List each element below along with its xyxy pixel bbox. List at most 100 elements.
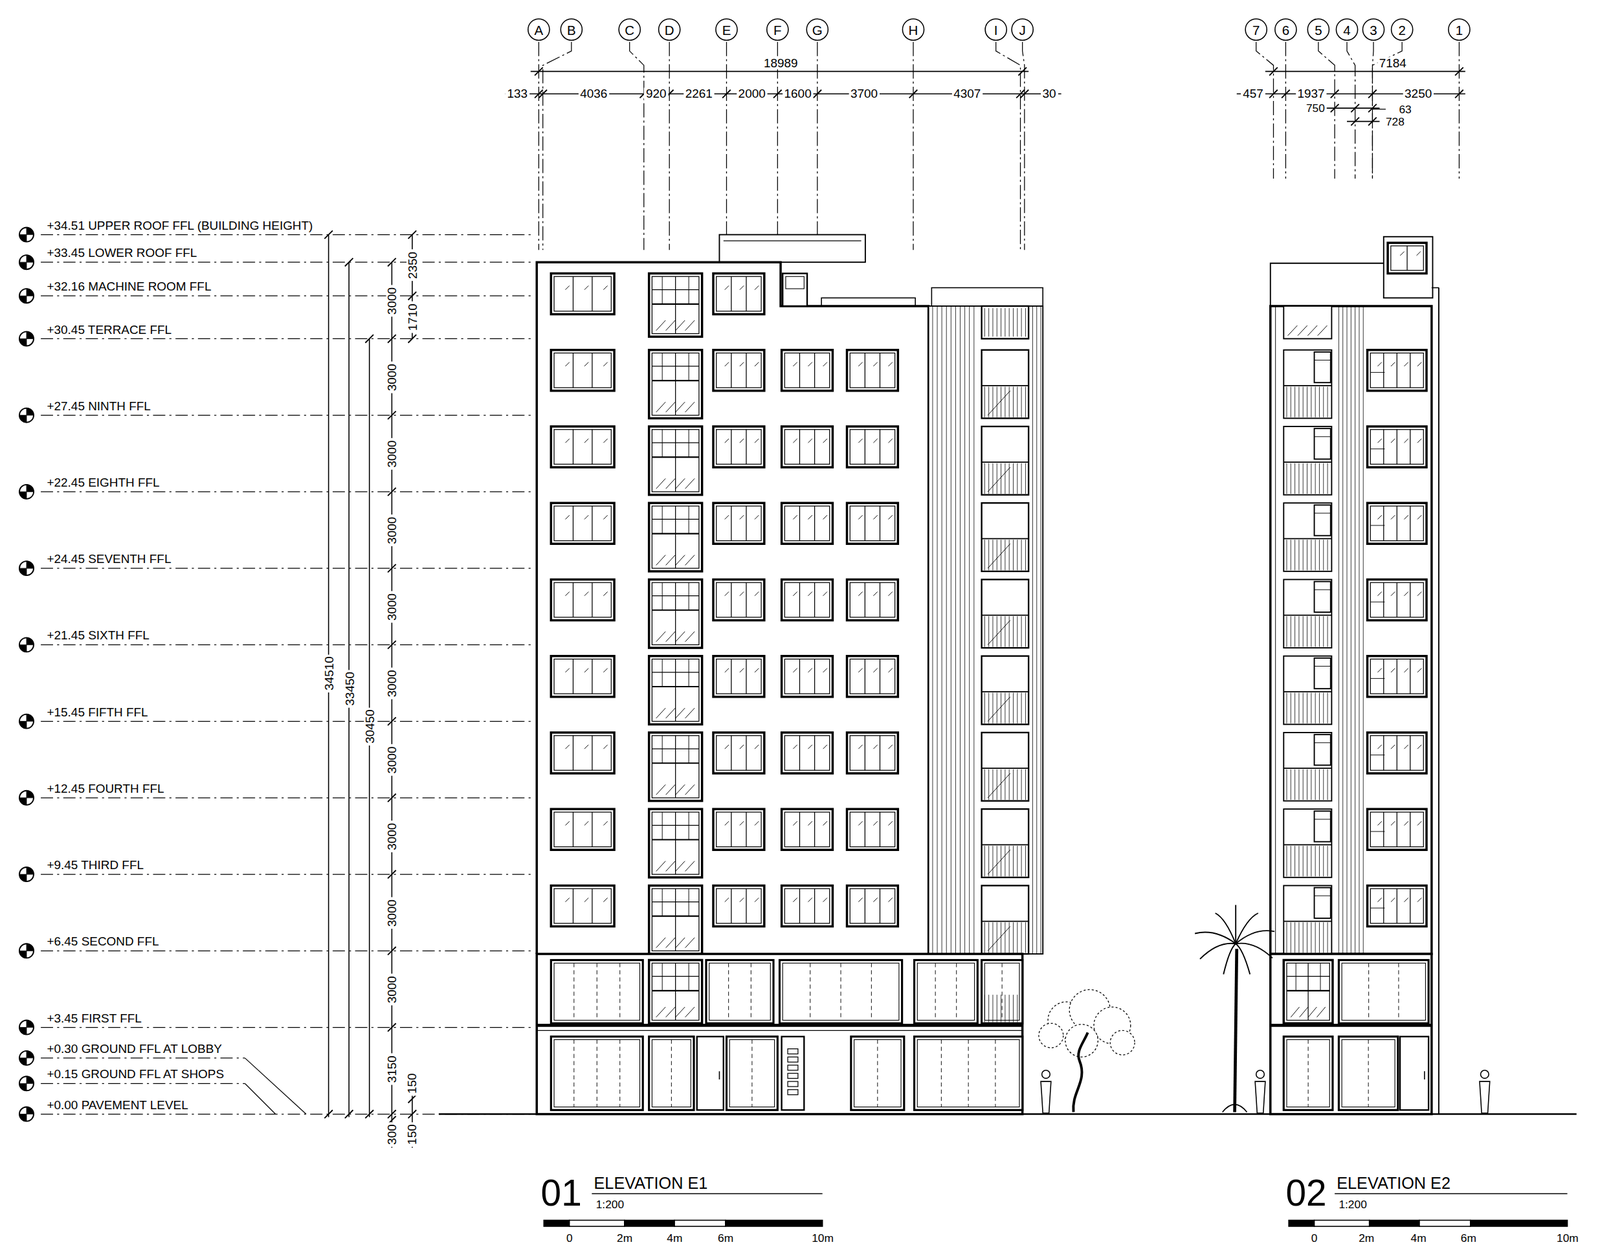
shopfront-frame [550,960,643,1024]
window-mark [808,591,813,596]
dimension-text: 2350 [405,249,419,281]
glass-hatch [656,631,667,643]
window-mark [584,515,589,520]
glass-hatch [656,784,667,795]
window-mullion [814,582,815,618]
balcony-baluster [1302,692,1304,723]
window-mullion [730,735,732,771]
window-sash [784,429,830,465]
level-marker [19,790,34,806]
window-mark [888,362,893,367]
scale-text: 6m [715,1232,736,1244]
shopfront-glass [729,1039,775,1107]
balcony-baluster [1306,539,1308,571]
window-mullion [572,276,574,312]
window-mark [873,821,878,826]
grid-line [669,42,670,251]
window-mark [873,744,878,749]
level-label: +3.45 FIRST FFL [44,1012,144,1025]
balcony-baluster [1012,922,1014,953]
balcony-baluster [1004,387,1006,418]
balcony-baluster [1016,308,1018,337]
window-mark [724,668,729,673]
window-mark [873,668,878,673]
window-frame [713,273,765,315]
window-mullion [1406,245,1408,271]
window-frame [1314,734,1331,766]
glass-hatch [987,543,1011,569]
window-sash [651,429,700,492]
window-mark [808,668,813,673]
view-scale: 1:200 [1336,1198,1369,1210]
window-frame [713,809,765,850]
window-mullion [814,352,815,388]
window-mullion [662,812,663,841]
window-mark [1403,438,1408,443]
window-mark [888,668,893,673]
window-mark [1417,821,1422,826]
window-sash [1370,888,1424,924]
window-mullion [688,658,690,687]
window-mullion [662,276,663,305]
level-marker-fill [19,491,27,500]
window-frame [713,426,765,468]
level-label: +9.45 THIRD FFL [44,858,146,872]
balcony-baluster [1315,387,1316,418]
window-mark [858,897,863,902]
glass-hatch [666,320,676,331]
window-frame [713,350,765,391]
window-mark [724,285,729,290]
dimension-text: 300 [385,1122,399,1147]
dimension-text: 150 [405,1071,419,1096]
window-mark [1417,362,1422,367]
window-sash [716,276,762,312]
balcony-baluster [1012,692,1014,723]
window-mullion [745,888,747,924]
window-mullion [1295,963,1297,991]
window-sash [554,735,612,771]
window-mullion [864,735,866,771]
palm-trunk [1234,948,1237,1112]
window-mark [823,821,828,826]
level-leader [244,1083,276,1114]
shopfront-mullion [619,1039,621,1107]
window-mark [754,515,759,520]
window-mullion [730,506,732,542]
balcony-baluster [1310,922,1312,953]
door [697,1036,724,1111]
dimension-text: 133 [504,88,530,101]
shopfront-glass [782,963,900,1021]
window-frame [649,656,703,725]
balcony-baluster [992,769,993,800]
window-mullion [730,888,732,924]
window-transom [1314,818,1331,820]
cladding-line [950,306,952,955]
window-mullion [1320,963,1322,991]
window-sash [554,658,612,694]
shopfront-mullion [671,1039,672,1107]
window-mullion [1409,352,1411,388]
intercom-button [787,1081,799,1087]
scale-bar [1470,1220,1568,1227]
window-mark [888,744,893,749]
grid-label: D [664,22,675,36]
grid-bubble: E [715,18,738,41]
balcony-baluster [1322,463,1324,494]
window-mark [724,744,729,749]
window-transom [1370,524,1385,526]
window-sash [1370,658,1424,694]
glass-hatch [666,631,676,643]
grid-bubble: 4 [1335,18,1359,41]
dimension-text: 3000 [385,515,399,547]
window-mark [792,362,797,367]
window-mullion [675,352,676,415]
window-mark [565,591,570,596]
window-frame [847,885,899,927]
level-line [40,950,531,952]
dimension-text: 2261 [682,88,714,101]
level-marker-fill [26,227,34,235]
first-floor-slab [536,1030,1023,1032]
balcony-baluster [1319,539,1320,571]
window-frame [550,426,615,468]
balcony-baluster [1286,539,1288,571]
